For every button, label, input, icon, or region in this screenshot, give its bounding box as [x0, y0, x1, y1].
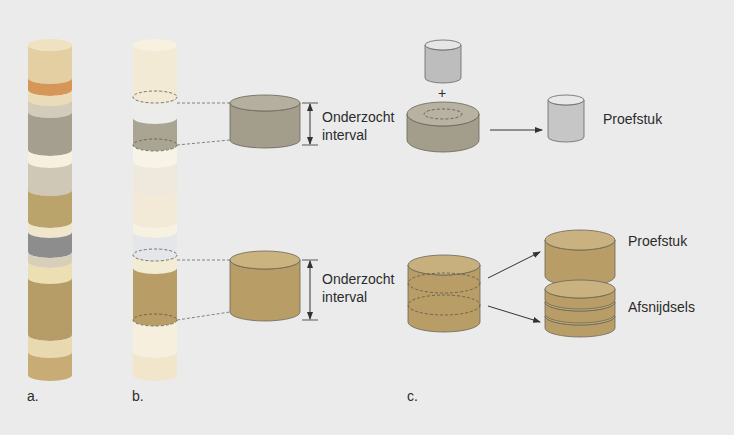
core-layer: [28, 100, 72, 118]
panel-letter: b.: [132, 387, 144, 405]
core-layer: [28, 78, 72, 96]
trimmings-label: Afsnijdsels: [628, 298, 695, 316]
interval-cut: [133, 91, 177, 103]
cut-specimen: [545, 230, 615, 286]
core-layer: [133, 45, 177, 103]
interval-cut: [133, 314, 177, 326]
sample-cylinder-top: [408, 255, 480, 275]
bracket-tick: [302, 320, 318, 321]
core-layer: [133, 118, 177, 151]
core-layer: [133, 232, 177, 261]
core-layer: [28, 278, 72, 341]
plug-specimen-body: [548, 100, 584, 142]
bracket-tick: [302, 260, 318, 261]
core-layer: [133, 162, 177, 196]
core-layer: [28, 150, 72, 168]
interval-cylinder-top: [230, 95, 300, 111]
core-column-a: [28, 39, 72, 381]
sample-disk: [407, 102, 479, 152]
core-layer: [133, 145, 177, 168]
core-top: [28, 39, 72, 51]
interval-label: Onderzocht interval: [322, 270, 404, 306]
guide-line: [177, 103, 230, 104]
core-layer: [28, 335, 72, 358]
core-column-b: [133, 39, 177, 381]
core-layer: [133, 255, 177, 274]
interval-cylinder: [230, 95, 300, 148]
specimen-label: Proefstuk: [628, 232, 687, 250]
cut-specimen-top: [545, 230, 615, 250]
interval-cut: [133, 249, 177, 261]
core-drill: [425, 40, 461, 83]
core-layer: [28, 252, 72, 268]
core-layer: [28, 232, 72, 258]
cut-line: [408, 273, 480, 293]
interval-arrow: [310, 104, 311, 144]
bracket-tick: [302, 145, 318, 146]
core-layer: [28, 90, 72, 106]
bracket-tick: [302, 103, 318, 104]
core-layer: [133, 222, 177, 238]
core-layer: [28, 190, 72, 228]
trimming-top: [545, 280, 615, 298]
guide-line: [177, 312, 230, 320]
process-arrow: [488, 306, 540, 322]
core-layer: [28, 112, 72, 156]
core-drill-body: [425, 45, 461, 83]
core-layer: [28, 162, 72, 196]
drill-outline: [424, 109, 462, 119]
core-layer: [133, 97, 177, 124]
core-layer: [133, 352, 177, 381]
sample-cylinder: [408, 255, 480, 332]
guide-line: [177, 260, 230, 261]
core-layer: [28, 262, 72, 284]
specimen-label: Proefstuk: [603, 110, 662, 128]
sample-disk-top: [407, 102, 479, 126]
process-arrow: [488, 252, 540, 278]
guide-line: [177, 140, 230, 145]
core-top: [133, 39, 177, 51]
panel-letter: c.: [407, 387, 418, 405]
plug-specimen: [548, 95, 584, 142]
cut-line: [408, 295, 480, 315]
panel-letter: a.: [27, 387, 39, 405]
process-arrow: [490, 130, 542, 131]
core-layer: [133, 320, 177, 358]
plug-specimen-top: [548, 95, 584, 105]
interval-cut: [133, 139, 177, 151]
core-drill-top: [425, 40, 461, 50]
core-layer: [133, 190, 177, 228]
interval-cylinder-top: [230, 251, 300, 269]
plus-sign: +: [438, 84, 446, 102]
interval-arrow: [310, 261, 311, 319]
trimming: [545, 280, 615, 309]
core-layer: [28, 222, 72, 238]
core-layer: [28, 352, 72, 381]
interval-cylinder: [230, 251, 300, 321]
interval-label: Onderzocht interval: [322, 108, 404, 144]
core-layer: [133, 268, 177, 326]
